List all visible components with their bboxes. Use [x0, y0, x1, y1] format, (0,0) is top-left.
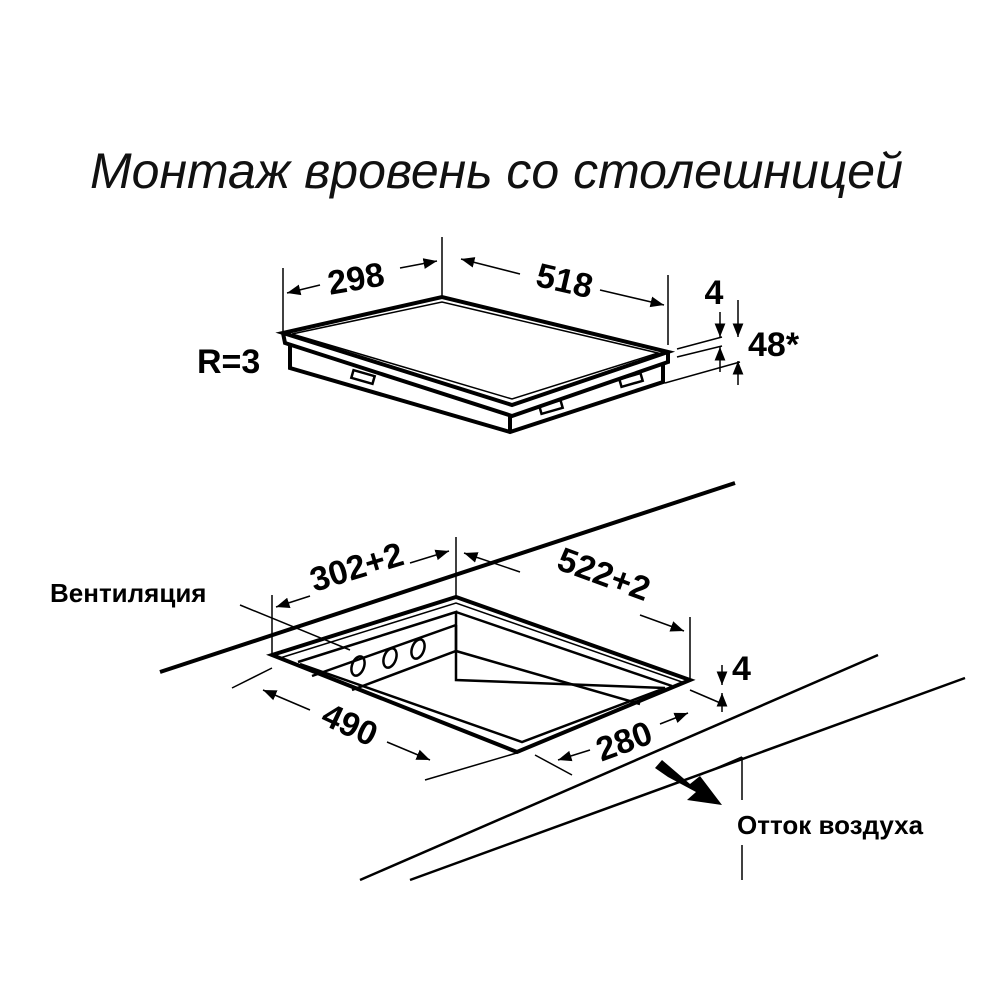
inner-depth-label: 490: [316, 696, 383, 754]
ventilation-label: Вентиляция: [50, 578, 206, 608]
hob-drawing: [275, 294, 676, 435]
hob-dimensions: 298 518 4 48* R=3: [197, 237, 800, 385]
inner-width-label: 280: [591, 714, 657, 769]
rebate-label: 4: [732, 650, 751, 688]
page-title: Монтаж вровень со столешницей: [90, 143, 903, 199]
cutout-depth-label: 522+2: [552, 540, 655, 608]
cutout-width-label: 302+2: [306, 535, 408, 599]
hob-depth-label: 518: [533, 256, 597, 306]
radius-label: R=3: [197, 343, 260, 381]
hob-height-label: 48*: [748, 326, 800, 364]
airflow-label: Отток воздуха: [737, 810, 924, 840]
hob-width-label: 298: [325, 256, 387, 303]
glass-thickness-label: 4: [705, 274, 724, 312]
airflow-arrow-icon: [655, 760, 722, 805]
countertop: [159, 481, 966, 882]
cutout-dimensions: 302+2 522+2 490 280 4 Вентиляция Отток в…: [50, 535, 924, 840]
